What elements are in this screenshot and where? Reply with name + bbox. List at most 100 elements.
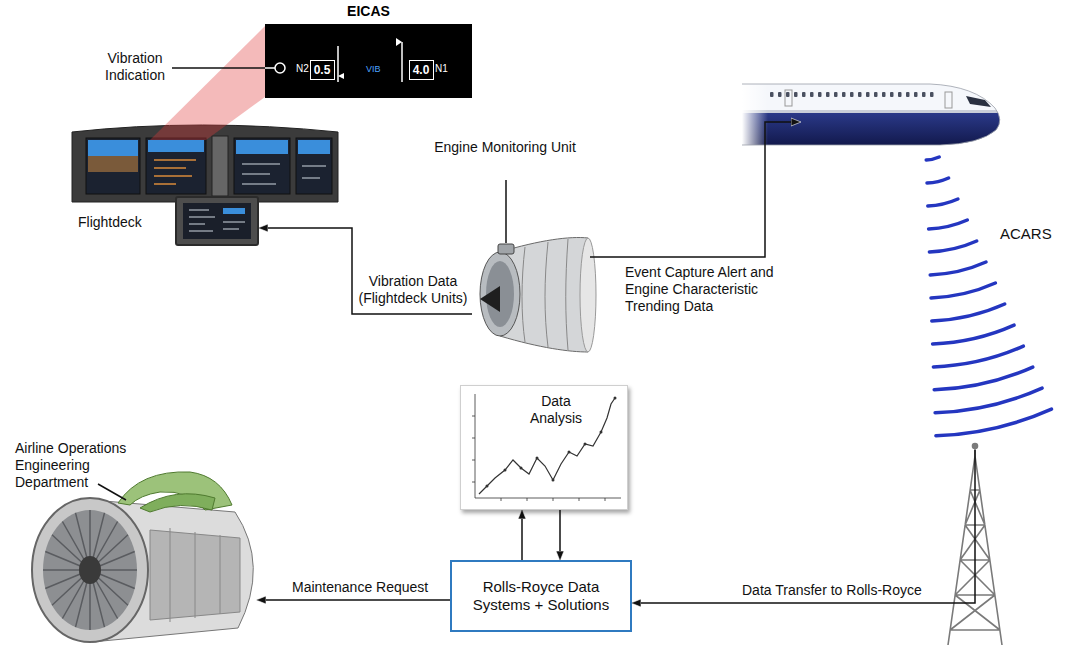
leader-line (172, 67, 265, 69)
data-analysis-chart (614, 397, 617, 400)
pedestal-display (189, 231, 213, 232)
radio-waves (930, 262, 986, 275)
edge-label: Maintenance Request (292, 579, 428, 596)
airplane-illustration (770, 92, 935, 97)
leader-line (98, 484, 126, 500)
eicas-display (338, 73, 344, 79)
data-analysis-chart (486, 485, 489, 488)
airplane-illustration (742, 110, 1012, 113)
data-analysis-chart (552, 479, 555, 482)
data-analysis-chart (472, 394, 621, 501)
airplane-illustration (742, 84, 1000, 145)
eicas-display (401, 42, 403, 82)
radio-waves (935, 388, 1042, 413)
pedestal-display (177, 198, 257, 244)
airplane-illustration (966, 96, 991, 107)
airplane-illustration (742, 80, 768, 150)
flightdeck-panel (302, 166, 326, 178)
flightdeck-panel (212, 136, 228, 196)
airline-engine-illustration (43, 510, 137, 630)
radio-tower (973, 444, 978, 449)
airplane-illustration (785, 90, 792, 106)
flightdeck-panel (146, 138, 206, 194)
radio-waves (926, 157, 939, 160)
flightdeck-panel (234, 138, 290, 194)
radio-waves (927, 178, 949, 183)
flightdeck-panel (242, 164, 280, 184)
flightdeck-panel (298, 140, 330, 154)
engine-illustration (498, 244, 514, 254)
pedestal-display: Flightdeck (175, 196, 259, 246)
eicas-display (265, 67, 275, 69)
radio-waves (933, 346, 1023, 367)
edge-label: Data Transfer to Rolls-Royce (742, 582, 922, 599)
callout-label: Vibration Indication (85, 50, 185, 84)
radio-waves (931, 283, 995, 298)
airline-engine-illustration (43, 510, 137, 630)
eicas-display: EICAS0.54.0 (265, 24, 472, 98)
data-analysis-chart (475, 498, 621, 499)
leader-line (505, 180, 507, 243)
radio-waves (929, 241, 976, 252)
pedestal-display (189, 210, 209, 211)
flightdeck-panel (88, 140, 138, 156)
eicas-display (265, 42, 402, 82)
radio-waves (933, 325, 1015, 344)
gauge-label: N2 (296, 63, 309, 75)
connector-arrow (257, 599, 450, 601)
data-analysis-chart: Data Analysis (460, 385, 628, 510)
pedestal-display (223, 222, 245, 223)
data-analysis-chart (472, 416, 605, 501)
radio-waves (929, 220, 968, 229)
gauge-readout: 0.5 (310, 60, 335, 80)
flightdeck-panel (148, 140, 204, 152)
connector-arrow (521, 510, 523, 560)
datalink-label: ACARS (1000, 225, 1052, 243)
data-analysis-chart (520, 467, 523, 470)
eicas-display (396, 38, 402, 46)
engine-illustration (480, 238, 596, 352)
airplane-illustration (742, 80, 1012, 152)
data-analysis-chart (504, 469, 507, 472)
gauge-label: VIB (366, 64, 381, 75)
edge-label: Vibration Data (Flightdeck Units) (356, 273, 470, 307)
connector-arrow (590, 122, 800, 257)
acars-datalink: ACARS (800, 60, 1066, 450)
flightdeck-panel (236, 140, 288, 154)
radio-waves (934, 367, 1033, 390)
gauge-readout: 4.0 (409, 60, 434, 80)
readout-value: 0.5 (314, 63, 331, 77)
data-analysis-chart (584, 443, 587, 446)
engine-illustration (522, 239, 568, 350)
connector-arrow (259, 228, 472, 314)
pedestal-display (183, 203, 251, 239)
airline-engine: Airline Operations Engineering Departmen… (25, 493, 257, 645)
highlight-beam (150, 26, 265, 140)
pedestal-display (223, 208, 245, 214)
airline-engine-illustration (170, 528, 220, 622)
radio-waves (928, 199, 958, 206)
engine-illustration (480, 252, 520, 336)
pedestal-display (189, 224, 205, 225)
edge-label: Event Capture Alert and Engine Character… (625, 264, 785, 315)
flightdeck-label: Flightdeck (78, 214, 142, 231)
callout-label: Engine Monitoring Unit (430, 139, 580, 156)
chart-title: Data Analysis (520, 393, 592, 427)
eicas-display (275, 63, 285, 73)
engine-illustration (580, 238, 596, 352)
airline-engine-illustration (32, 498, 148, 642)
radio-waves (932, 304, 1005, 321)
airline-engine-illustration (79, 556, 101, 584)
box-label: Rolls-Royce Data Systems + Solutions (466, 578, 616, 614)
process-box: Rolls-Royce Data Systems + Solutions (450, 560, 632, 632)
airline-engine-illustration (140, 494, 215, 512)
airplane-illustration (742, 80, 1012, 152)
pedestal-display (189, 217, 215, 218)
radio-waves (936, 409, 1052, 436)
engine-unit: Engine Monitoring Unit (472, 225, 590, 355)
connector-arrow (559, 510, 561, 560)
airplane-illustration (945, 92, 952, 108)
flightdeck-panel (86, 138, 140, 194)
